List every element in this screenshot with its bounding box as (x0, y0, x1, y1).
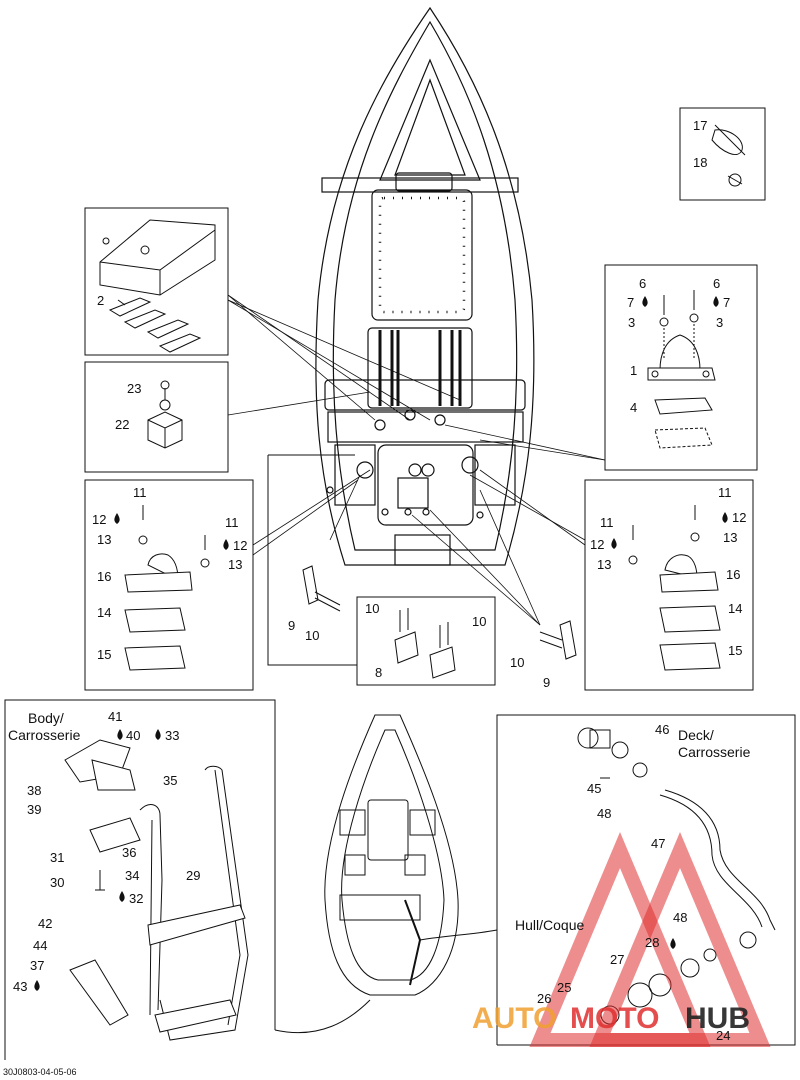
panel-tape-kit (84, 207, 229, 356)
callout-40: 40 (126, 728, 140, 743)
label-body: Body/ (28, 710, 64, 726)
callout-34: 34 (125, 868, 139, 883)
callout-6-left: 6 (639, 276, 646, 291)
callout-7-right: 7 (723, 295, 730, 310)
callout-12-c: 12 (732, 510, 746, 525)
callout-48-a: 48 (597, 806, 611, 821)
label-carrosserie-deck: Carrosserie (678, 744, 751, 760)
callout-10-panel-a: 10 (365, 601, 379, 616)
callout-13-a: 13 (97, 532, 111, 547)
callout-24: 24 (716, 1028, 730, 1043)
callout-44: 44 (33, 938, 47, 953)
callout-7-left: 7 (627, 295, 634, 310)
callout-11-b: 11 (225, 515, 239, 530)
callout-27: 27 (610, 952, 624, 967)
callout-13-b: 13 (228, 557, 242, 572)
callout-47: 47 (651, 836, 665, 851)
callout-13-d: 13 (597, 557, 611, 572)
callout-12-d: 12 (590, 537, 604, 552)
callout-11-d: 11 (600, 515, 614, 530)
leader-lines (227, 294, 606, 626)
callout-46: 46 (655, 722, 669, 737)
callout-32: 32 (129, 891, 143, 906)
callout-45: 45 (587, 781, 601, 796)
callout-15-a: 15 (97, 647, 111, 662)
callout-14-b: 14 (728, 601, 742, 616)
panel-drain (496, 714, 796, 1046)
callout-37: 37 (30, 958, 44, 973)
label-carrosserie-body: Carrosserie (8, 727, 81, 743)
callout-2: 2 (97, 293, 104, 308)
panel-ladder (4, 699, 276, 1060)
bracket-9-left (267, 454, 357, 666)
boat-hull-perspective (274, 714, 498, 1034)
panel-cleat-left-11-16 (84, 479, 254, 691)
callout-10-left: 10 (305, 628, 319, 643)
callout-42: 42 (38, 916, 52, 931)
callout-38: 38 (27, 783, 41, 798)
callout-12-a: 12 (92, 512, 106, 527)
callout-16-a: 16 (97, 569, 111, 584)
label-hull: Hull/Coque (515, 917, 584, 933)
callout-39: 39 (27, 802, 41, 817)
callout-31: 31 (50, 850, 64, 865)
callout-28: 28 (645, 935, 659, 950)
callout-43: 43 (13, 979, 27, 994)
watermark-hub: HUB (685, 1002, 750, 1035)
callout-30: 30 (50, 875, 64, 890)
callout-26: 26 (537, 991, 551, 1006)
callout-15-b: 15 (728, 643, 742, 658)
callout-11-a: 11 (133, 485, 147, 500)
watermark-moto: MOTO (570, 1002, 659, 1035)
boat-hull-top-view (315, 6, 535, 566)
callout-3-right: 3 (716, 315, 723, 330)
callout-36: 36 (122, 845, 136, 860)
callout-8: 8 (375, 665, 382, 680)
callout-16-b: 16 (726, 567, 740, 582)
callout-29: 29 (186, 868, 200, 883)
callout-11-c: 11 (718, 485, 732, 500)
callout-41: 41 (108, 709, 122, 724)
panel-bracket-8-10 (356, 596, 496, 686)
callout-23: 23 (127, 381, 141, 396)
panel-bumper-22-23 (84, 361, 229, 473)
callout-14-a: 14 (97, 605, 111, 620)
label-deck: Deck/ (678, 727, 714, 743)
panel-cleat-right-11-16 (584, 479, 754, 691)
callout-10-right: 10 (510, 655, 524, 670)
callout-18: 18 (693, 155, 707, 170)
callout-1: 1 (630, 363, 637, 378)
callout-9-left: 9 (288, 618, 295, 633)
callout-10-panel-b: 10 (472, 614, 486, 629)
callout-35: 35 (163, 773, 177, 788)
callout-33: 33 (165, 728, 179, 743)
footer-code: 30J0803-04-05-06 (3, 1067, 77, 1077)
callout-48-b: 48 (673, 910, 687, 925)
callout-25: 25 (557, 980, 571, 995)
callout-labels: 2 23 22 17 18 6 6 7 7 3 3 1 4 11 12 13 1… (3, 118, 751, 1077)
watermark-auto: AUTO (472, 1002, 556, 1035)
callout-3-left: 3 (628, 315, 635, 330)
panel-ties-17-18 (679, 107, 766, 201)
callout-12-b: 12 (233, 538, 247, 553)
callout-9-right: 9 (543, 675, 550, 690)
watermark-logo: AUTO MOTO HUB (472, 831, 771, 1047)
callout-4: 4 (630, 400, 637, 415)
callout-22: 22 (115, 417, 129, 432)
panel-cleat-1-7 (604, 264, 758, 471)
callout-17: 17 (693, 118, 707, 133)
callout-13-c: 13 (723, 530, 737, 545)
bracket-9-right (539, 620, 577, 660)
callout-6-right: 6 (713, 276, 720, 291)
